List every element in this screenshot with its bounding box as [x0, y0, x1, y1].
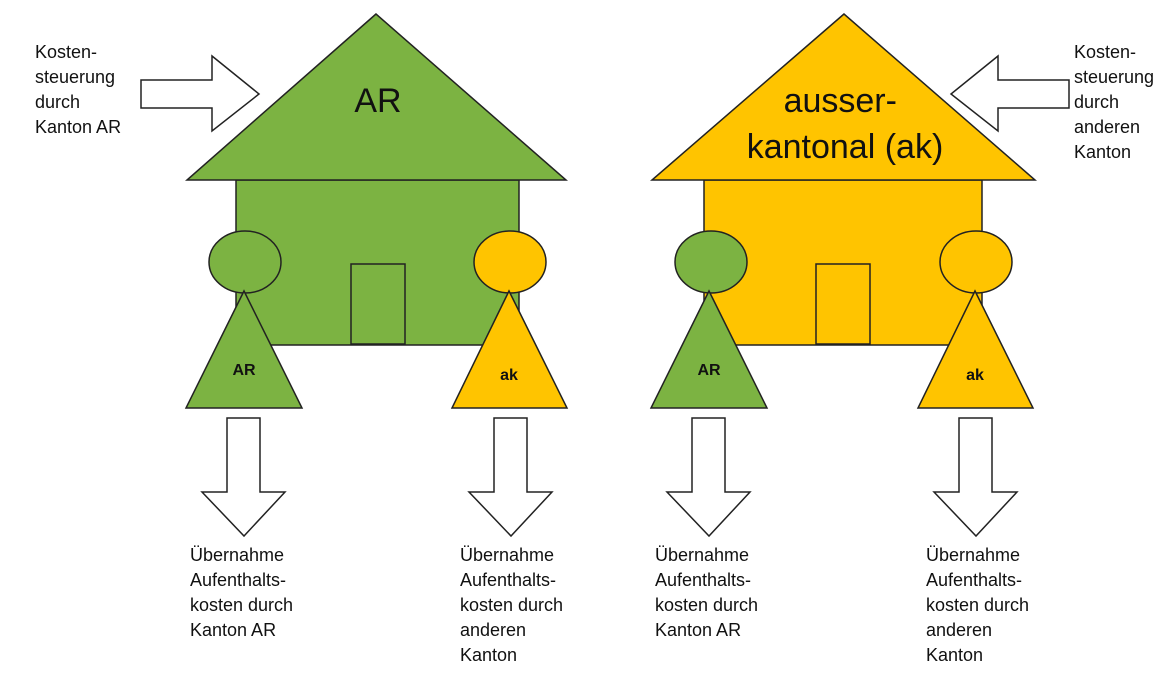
house-ar-roof	[185, 13, 568, 181]
person-label: ak	[966, 367, 984, 384]
house-ar: AR	[185, 13, 568, 346]
down-arrow-ak-left	[467, 417, 554, 538]
house-ak: ausser- kantonal (ak)	[649, 13, 1038, 346]
person-body	[916, 289, 1035, 409]
house-ak-door	[815, 263, 871, 345]
person-ar-in-house-ak: AR	[649, 230, 769, 409]
cost-control-note-ak: Kosten- steuerung durch anderen Kanton	[1074, 42, 1159, 162]
person-ak-in-house-ak: ak	[916, 230, 1035, 409]
person-head	[473, 230, 547, 294]
house-ak-roof	[649, 13, 1038, 181]
cost-control-note-ar: Kosten- steuerung durch Kanton AR	[35, 42, 121, 137]
person-ak-in-house-ar: ak	[450, 230, 569, 409]
cost-note-ar-right: Übernahme Aufenthalts- kosten durch Kant…	[655, 545, 763, 640]
house-ar-title: AR	[354, 82, 401, 120]
person-body	[184, 289, 304, 409]
down-arrow-ar-left	[200, 417, 287, 538]
person-ar-in-house-ar: AR	[184, 230, 304, 409]
cost-note-ak-left: Übernahme Aufenthalts- kosten durch ande…	[460, 545, 568, 665]
person-label: AR	[697, 362, 721, 379]
person-head	[208, 230, 282, 294]
person-label: AR	[232, 362, 256, 379]
house-ak-title: ausser- kantonal (ak)	[747, 82, 944, 166]
cost-control-arrow-left	[140, 54, 261, 133]
person-label: ak	[500, 367, 518, 384]
down-arrow-ar-right	[665, 417, 752, 538]
house-ar-door	[350, 263, 406, 345]
cost-note-ak-right: Übernahme Aufenthalts- kosten durch ande…	[926, 545, 1034, 665]
person-body	[649, 289, 769, 409]
cost-note-ar-left: Übernahme Aufenthalts- kosten durch Kant…	[190, 545, 298, 640]
cost-control-arrow-right	[949, 54, 1070, 133]
down-arrow-ak-right	[932, 417, 1019, 538]
person-head	[674, 230, 748, 294]
person-body	[450, 289, 569, 409]
person-head	[939, 230, 1013, 294]
